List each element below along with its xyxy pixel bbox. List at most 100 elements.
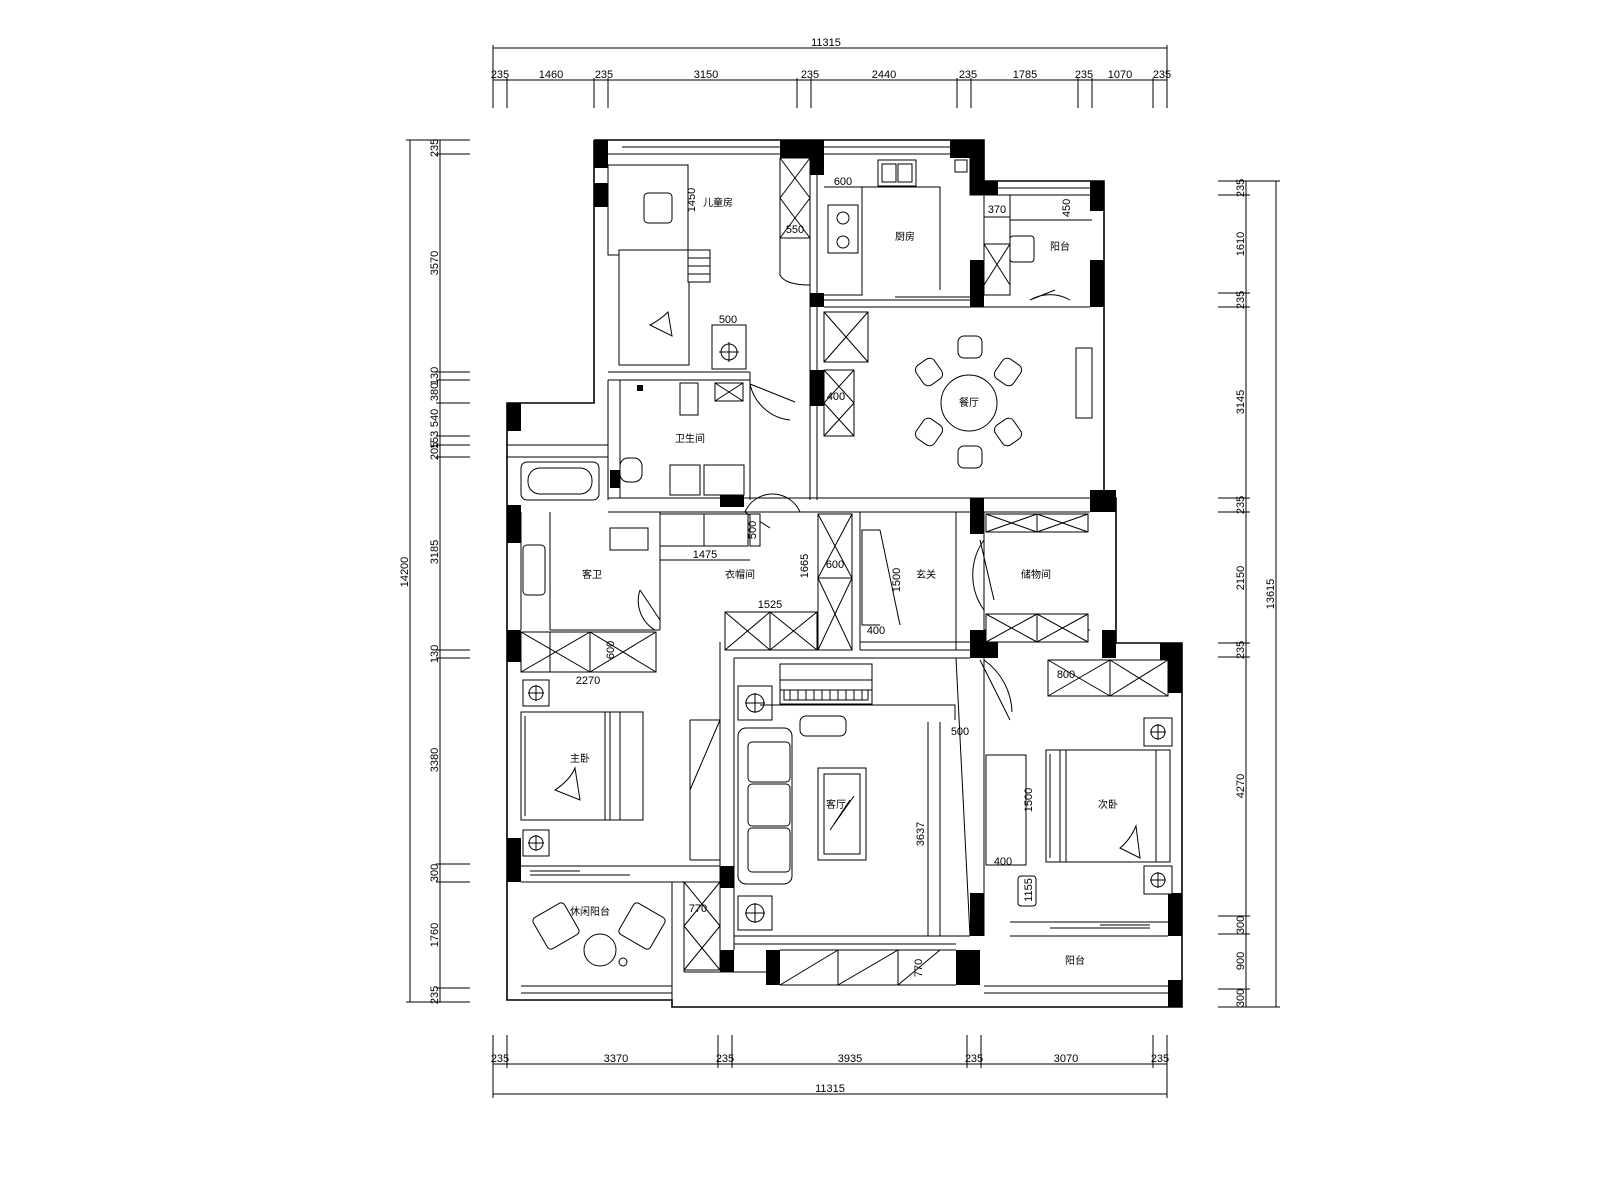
dim-1500a: 1500 — [891, 568, 903, 592]
dim-400c: 400 — [994, 856, 1012, 868]
dim-bottom-total: 11315 — [815, 1083, 845, 1095]
dim-770a: 770 — [689, 903, 707, 915]
dining-room: 餐厅 400 — [823, 311, 1093, 469]
dim-top-seg: 235 — [1153, 69, 1171, 81]
kitchen: 厨房 600 — [824, 159, 970, 298]
dim-1450: 1450 — [686, 188, 698, 212]
dim-right-seg: 1610 — [1235, 232, 1247, 256]
dim-left-seg: 1760 — [429, 923, 441, 947]
dim-left-seg: 300 — [429, 864, 441, 882]
dim-left-seg: 540 — [429, 409, 441, 427]
dim-right-seg: 235 — [1235, 641, 1247, 659]
dim-1475: 1475 — [693, 549, 717, 561]
dim-500b: 500 — [747, 521, 759, 539]
guest-bath: 客卫 1475 500 衣帽间 — [522, 513, 761, 596]
dim-right-seg: 4270 — [1235, 774, 1247, 798]
room-label-laundry: 阳台 — [1050, 240, 1070, 253]
dim-top-seg: 235 — [959, 69, 977, 81]
dim-top-seg: 1460 — [539, 69, 563, 81]
dim-bottom-seg: 3070 — [1054, 1053, 1078, 1065]
dim-1500b: 1500 — [1023, 788, 1035, 812]
dim-800: 800 — [1057, 669, 1075, 681]
top-dimensions: 11315 235 1460 235 3150 235 2440 235 178… — [491, 37, 1171, 108]
dim-right-seg: 235 — [1235, 291, 1247, 309]
entry: 玄关 1665 600 1500 400 1525 — [724, 513, 936, 651]
dim-top-seg: 235 — [491, 69, 509, 81]
right-dimensions: 13615 235 1610 235 3145 235 2150 235 427… — [1218, 179, 1280, 1008]
dim-top-seg: 1070 — [1108, 69, 1132, 81]
dim-left-seg: 153 — [429, 431, 441, 449]
dim-right-total: 13615 — [1265, 579, 1277, 610]
dim-400b: 400 — [867, 625, 885, 637]
room-label-child: 儿童房 — [703, 196, 733, 209]
dim-left-total: 14200 — [399, 557, 411, 588]
storage-room: 储物间 — [985, 513, 1089, 643]
dim-right-seg: 235 — [1235, 496, 1247, 514]
laundry-balcony: 阳台 450 370 — [983, 194, 1092, 296]
dim-left-seg: 235 — [429, 986, 441, 1004]
upper-bathroom: 卫生间 — [520, 382, 745, 501]
dim-top-total: 11315 — [811, 37, 841, 49]
room-label-second: 次卧 — [1098, 798, 1118, 811]
dim-top-seg: 1785 — [1013, 69, 1037, 81]
dim-500c: 500 — [951, 726, 969, 738]
dim-left-seg: 130 — [429, 367, 441, 385]
dim-top-seg: 235 — [595, 69, 613, 81]
dim-right-seg: 235 — [1235, 179, 1247, 197]
master-bedroom: 600 2270 主卧 — [520, 631, 721, 876]
room-label-leisure: 休闲阳台 — [570, 905, 610, 918]
balconies: 休闲阳台 770 阳台 — [532, 881, 1085, 971]
dim-left-seg: 3380 — [429, 748, 441, 772]
dim-left-seg: 235 — [429, 139, 441, 157]
dim-left-seg: 205 — [429, 442, 441, 460]
dim-500a: 500 — [719, 314, 737, 326]
dim-770b: 770 — [913, 959, 925, 977]
dim-left-seg: 380 — [429, 383, 441, 401]
room-label-cloak: 衣帽间 — [725, 568, 755, 581]
room-label-storage: 储物间 — [1021, 568, 1051, 581]
dim-right-seg: 900 — [1235, 952, 1247, 970]
walls — [506, 139, 1183, 1008]
dim-550: 550 — [786, 224, 804, 236]
partitions — [507, 158, 1168, 1000]
room-label-master: 主卧 — [570, 752, 590, 765]
dim-bottom-seg: 235 — [965, 1053, 983, 1065]
left-dimensions: 14200 235 3570 130 380 540 153 205 3185 … — [399, 139, 470, 1004]
room-label-dining: 餐厅 — [959, 396, 979, 409]
living-room: 客厅 500 3637 770 — [737, 663, 969, 977]
dim-right-seg: 300 — [1235, 916, 1247, 934]
dim-left-seg: 130 — [429, 645, 441, 663]
dim-600c: 600 — [826, 559, 844, 571]
bottom-dimensions: 235 3370 235 3935 235 3070 235 11315 — [491, 1035, 1169, 1098]
dim-450: 450 — [1061, 199, 1073, 217]
room-label-kitchen: 厨房 — [895, 230, 915, 243]
dim-600k: 600 — [834, 176, 852, 188]
dim-right-seg: 300 — [1235, 989, 1247, 1007]
dim-left-seg: 3570 — [429, 251, 441, 275]
dim-1665: 1665 — [799, 554, 811, 578]
dim-600d: 600 — [605, 641, 617, 659]
room-label-entry: 玄关 — [916, 568, 936, 581]
dim-bottom-seg: 235 — [716, 1053, 734, 1065]
room-label-balcony: 阳台 — [1065, 954, 1085, 967]
room-label-guest-bath: 客卫 — [582, 568, 602, 581]
dim-top-seg: 235 — [1075, 69, 1093, 81]
dim-right-seg: 2150 — [1235, 566, 1247, 590]
dim-right-seg: 3145 — [1235, 390, 1247, 414]
dim-top-seg: 2440 — [872, 69, 896, 81]
dim-bottom-seg: 235 — [1151, 1053, 1169, 1065]
dim-1155: 1155 — [1023, 878, 1035, 902]
dim-left-seg: 3185 — [429, 540, 441, 564]
child-room: 儿童房 1450 550 500 — [607, 157, 811, 370]
dim-bottom-seg: 3935 — [838, 1053, 862, 1065]
dim-2270: 2270 — [576, 675, 600, 687]
room-label-living: 客厅 — [826, 798, 846, 811]
dim-top-seg: 235 — [801, 69, 819, 81]
room-label-bath-upper: 卫生间 — [675, 432, 705, 445]
dim-370: 370 — [988, 204, 1006, 216]
dim-bottom-seg: 3370 — [604, 1053, 628, 1065]
dim-1525: 1525 — [758, 599, 782, 611]
dim-bottom-seg: 235 — [491, 1053, 509, 1065]
dim-3637: 3637 — [915, 822, 927, 846]
second-bedroom: 800 次卧 1500 400 1155 — [985, 659, 1173, 929]
